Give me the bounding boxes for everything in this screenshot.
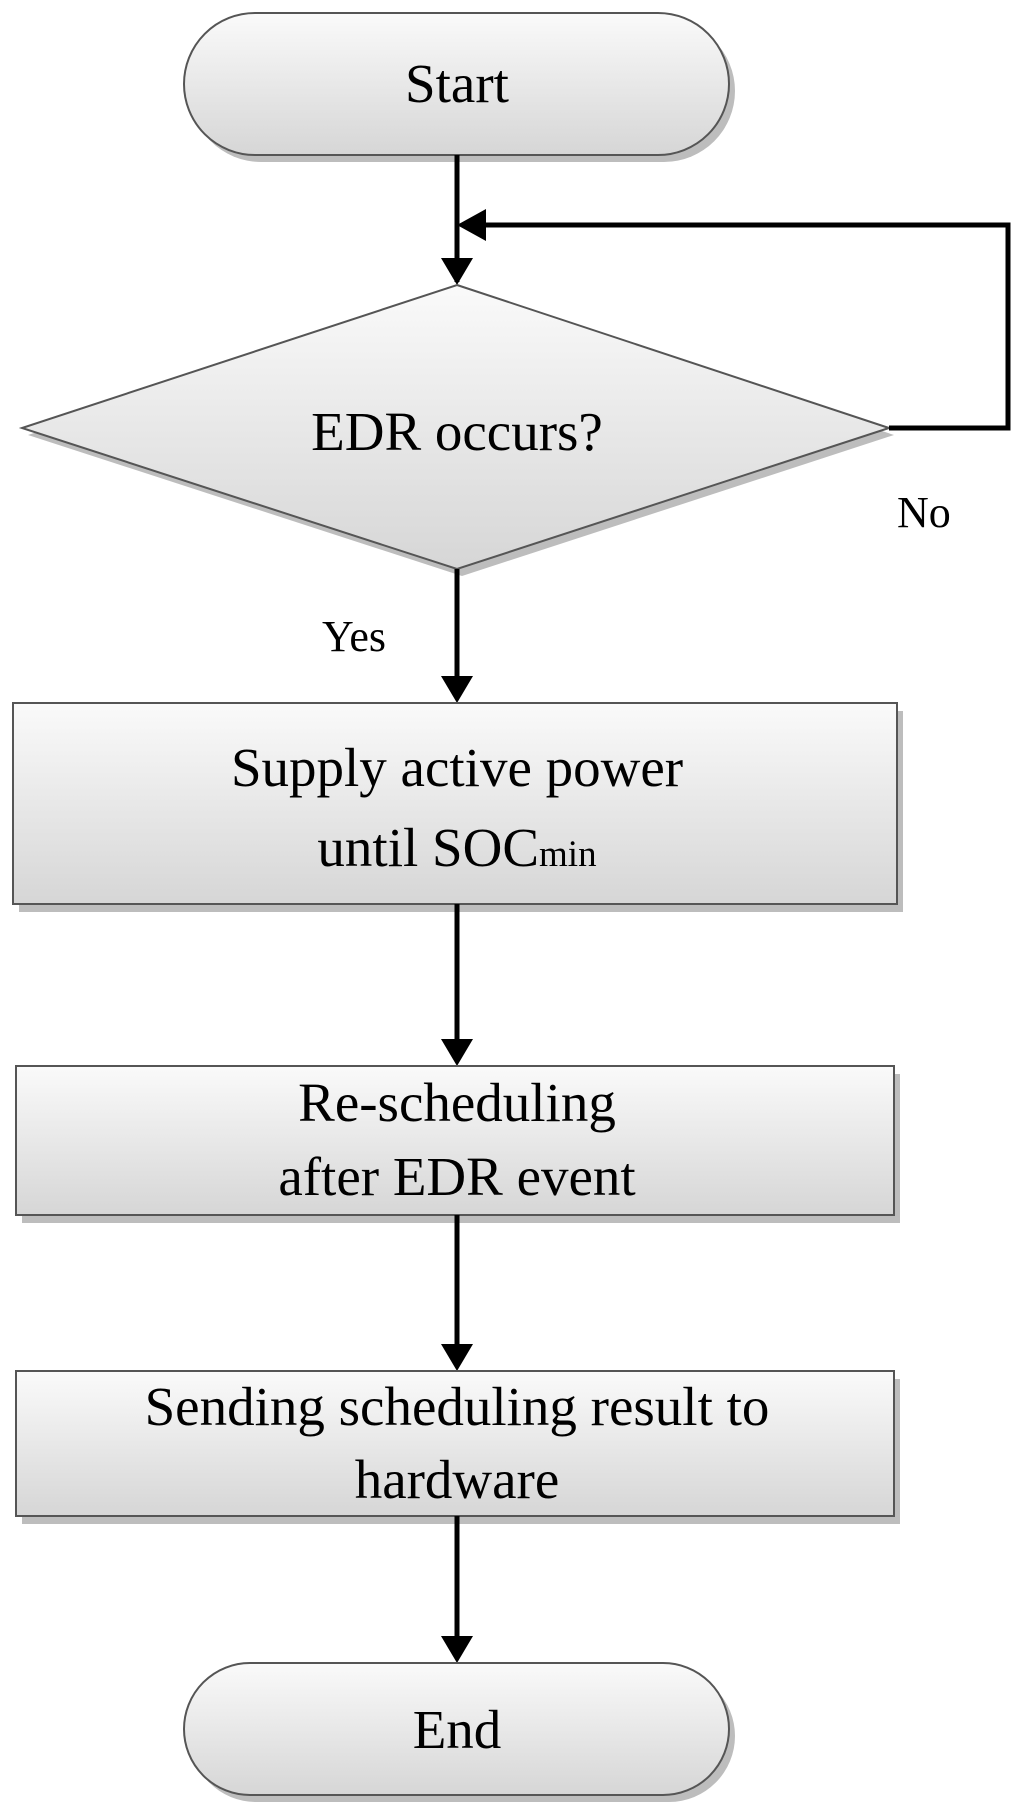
- connector-no-loop: [480, 222, 1011, 431]
- edge-label-no: No: [897, 488, 951, 537]
- arrowhead-reschedule-to-send: [441, 1344, 473, 1371]
- arrowhead-yes: [441, 676, 473, 703]
- start-label: Start: [405, 53, 509, 114]
- decision-node: EDR occurs?: [18, 283, 894, 576]
- arrowhead-start-to-decision: [441, 258, 473, 285]
- arrowhead-send-to-end: [441, 1636, 473, 1663]
- supply-line2-subscript: min: [539, 834, 597, 875]
- supply-line1: Supply active power: [231, 737, 683, 798]
- start-node: Start: [183, 12, 735, 162]
- process-rescheduling: Re-scheduling after EDR event: [15, 1065, 900, 1223]
- send-line1: Sending scheduling result to: [145, 1376, 770, 1437]
- arrowhead-supply-to-reschedule: [441, 1039, 473, 1066]
- end-node: End: [183, 1662, 735, 1802]
- decision-label: EDR occurs?: [311, 401, 603, 462]
- reschedule-line2: after EDR event: [278, 1146, 635, 1207]
- supply-line2: until SOCmin: [317, 817, 596, 878]
- arrowhead-no-loop: [457, 209, 486, 241]
- supply-line2-main: until SOC: [317, 817, 539, 878]
- reschedule-line1: Re-scheduling: [298, 1072, 616, 1133]
- send-line2: hardware: [355, 1449, 560, 1510]
- process-supply-active-power: Supply active power until SOCmin: [12, 702, 903, 912]
- edge-label-yes: Yes: [322, 612, 386, 661]
- end-label: End: [413, 1699, 502, 1760]
- process-send-result: Sending scheduling result to hardware: [15, 1370, 900, 1524]
